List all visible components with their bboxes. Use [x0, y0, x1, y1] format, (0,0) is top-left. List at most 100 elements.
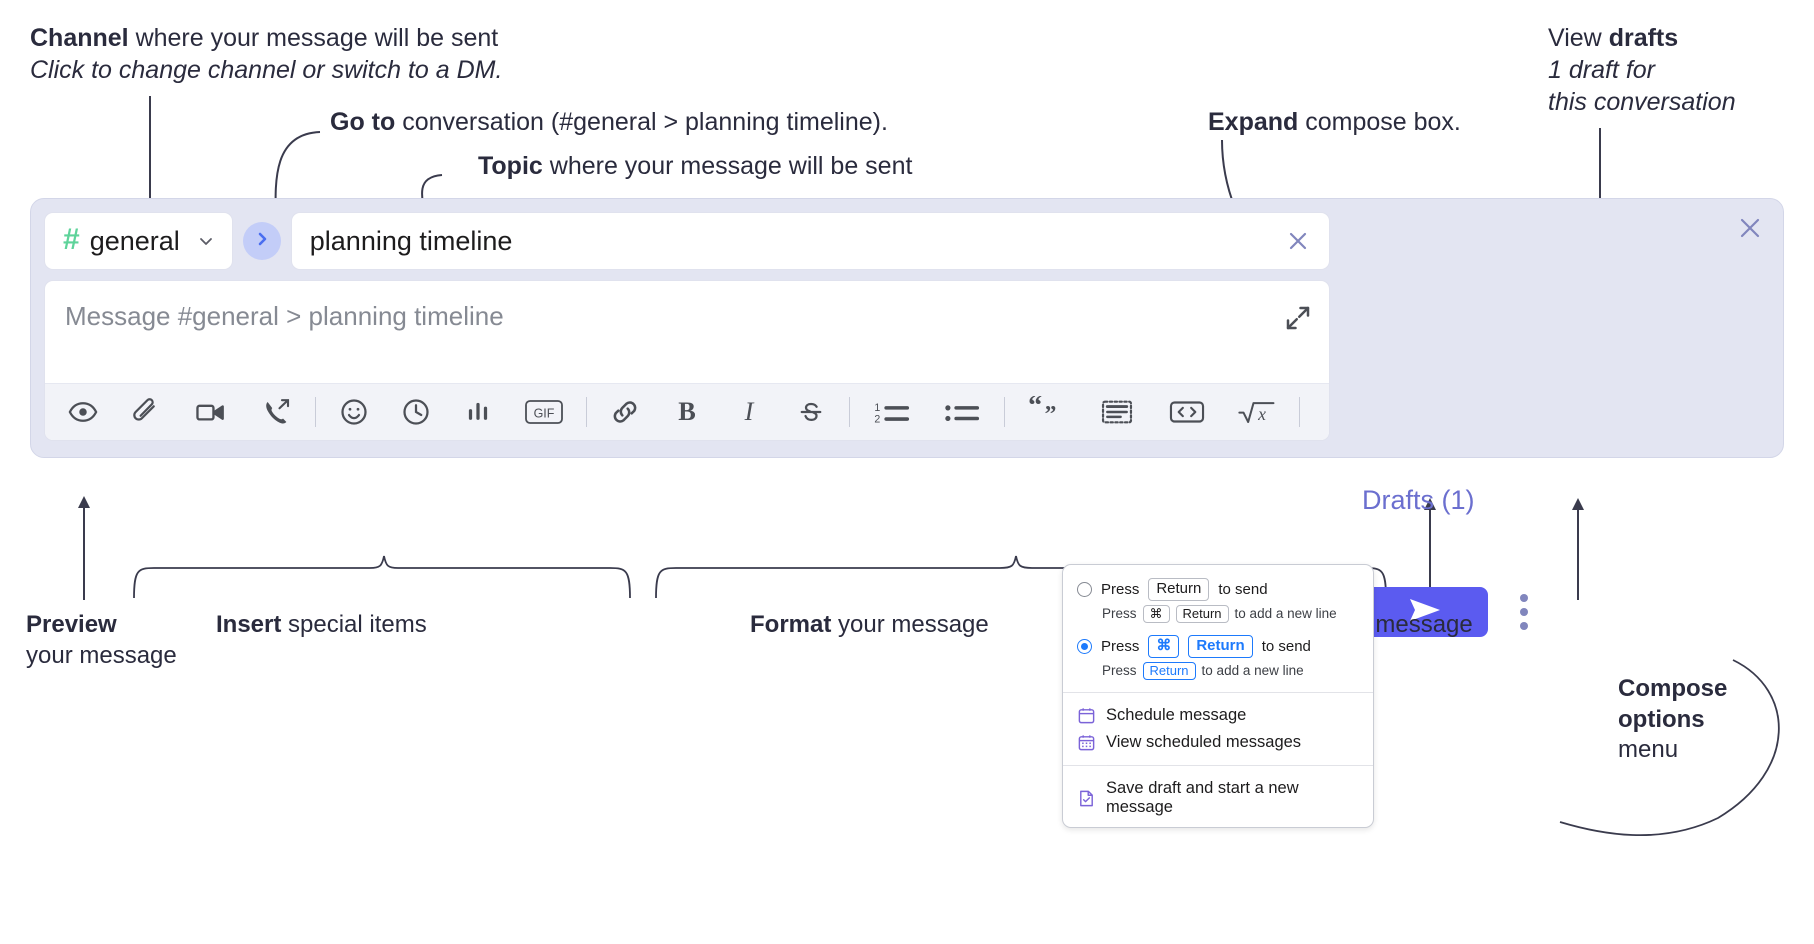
opt2-tosend-label: to send [1261, 637, 1311, 655]
annotation-channel-rest: where your message will be sent [128, 24, 499, 52]
opt2-sub-press: Press [1102, 663, 1137, 679]
bulleted-list-button[interactable] [936, 390, 988, 434]
opt2-press-label: Press [1101, 637, 1140, 655]
audio-clip-button[interactable] [255, 390, 299, 434]
preview-button[interactable] [61, 390, 105, 434]
formatting-help-button[interactable]: ? [1316, 390, 1329, 434]
view-scheduled-item[interactable]: View scheduled messages [1063, 729, 1373, 756]
opt1-sub-cmd-key: ⌘ [1142, 604, 1170, 623]
svg-text:I: I [744, 397, 755, 426]
blockquote-button[interactable]: “” [1021, 390, 1073, 434]
radio-return[interactable] [1077, 581, 1092, 597]
annotation-compose-options-bold-2: options [1618, 705, 1705, 733]
reminder-button[interactable] [394, 390, 438, 434]
annotation-channel-bold: Channel [30, 24, 129, 52]
topic-clear-button[interactable] [1275, 218, 1321, 264]
italic-button[interactable]: I [727, 390, 771, 434]
save-draft-item[interactable]: Save draft and start a new message [1063, 775, 1373, 827]
schedule-message-item[interactable]: Schedule message [1063, 702, 1373, 729]
annotation-format-bold: Format [750, 611, 832, 638]
annotation-preview-line2: your message [26, 641, 177, 669]
annotation-format: Format your message [750, 610, 1170, 641]
annotation-goto-bold: Go to [330, 108, 396, 136]
svg-text:”: ” [1045, 401, 1057, 427]
format-toolbar: GIF B I [45, 383, 1329, 440]
send-button[interactable] [1362, 587, 1488, 637]
schedule-message-label: Schedule message [1106, 706, 1247, 724]
annotation-preview-bold: Preview [26, 611, 117, 638]
opt1-press-label: Press [1101, 580, 1140, 598]
opt1-sub-press: Press [1102, 606, 1137, 622]
message-input[interactable]: Message #general > planning timeline [65, 301, 504, 331]
panel-close-button[interactable] [1735, 213, 1765, 243]
annotation-compose-options: Compose options menu [1618, 674, 1814, 766]
send-on-cmd-return-option[interactable]: Press ⌘ Return to send [1063, 632, 1373, 661]
menu-divider [1063, 765, 1373, 766]
poll-button[interactable] [456, 390, 500, 434]
annotation-topic-rest: where your message will be sent [542, 152, 913, 180]
send-on-cmd-return-subtext: Press Return to add a new line [1063, 661, 1373, 683]
file-check-icon [1077, 789, 1096, 808]
opt2-return-key: Return [1188, 635, 1253, 658]
strikethrough-button[interactable] [789, 390, 833, 434]
opt1-sub-tail: to add a new line [1234, 606, 1337, 622]
annotation-channel: Channel where your message will be sent … [30, 22, 670, 86]
gif-button[interactable]: GIF [518, 390, 570, 434]
svg-text:B: B [678, 397, 696, 426]
annotation-send-rest: message [1368, 611, 1473, 638]
hash-icon: # [63, 223, 80, 256]
send-paper-plane-icon [1403, 593, 1447, 632]
video-clip-button[interactable] [185, 390, 237, 434]
attach-file-button[interactable] [123, 390, 167, 434]
annotation-insert-rest: special items [281, 611, 427, 638]
send-on-return-option[interactable]: Press Return to send [1063, 575, 1373, 604]
opt2-sub-return-key: Return [1142, 661, 1196, 680]
radio-cmd-return[interactable] [1077, 638, 1092, 654]
annotation-compose-options-bold-1: Compose [1618, 675, 1728, 702]
annotation-drafts-italic-2: this conversation [1548, 88, 1736, 116]
compose-options-button[interactable] [1511, 591, 1537, 633]
annotation-topic-bold: Topic [478, 152, 543, 180]
channel-selector[interactable]: # general [44, 212, 233, 270]
topic-field[interactable]: planning timeline [290, 212, 1330, 270]
save-draft-label: Save draft and start a new message [1106, 779, 1299, 816]
annotation-insert-bold: Insert [216, 611, 282, 638]
more-vertical-dot [1520, 594, 1528, 602]
svg-text:x: x [1257, 404, 1266, 424]
opt2-sub-tail: to add a new line [1201, 663, 1304, 679]
separator-4 [1004, 397, 1005, 427]
calendar-grid-icon [1077, 733, 1096, 752]
more-vertical-dot [1520, 608, 1528, 616]
opt1-tosend-label: to send [1218, 580, 1268, 598]
compose-panel: # general planning timeline [30, 198, 1784, 637]
separator-5 [1299, 397, 1300, 427]
annotation-expand-bold: Expand [1208, 108, 1299, 136]
topic-value: planning timeline [309, 225, 513, 256]
annotation-compose-options-rest: menu [1618, 736, 1679, 764]
code-block-button[interactable] [1091, 390, 1143, 434]
goto-conversation-button[interactable] [242, 222, 281, 260]
more-vertical-dot [1520, 622, 1528, 630]
annotation-drafts-lead: View [1548, 24, 1609, 52]
code-button[interactable] [1161, 390, 1213, 434]
svg-text:2: 2 [874, 414, 880, 426]
math-button[interactable]: x [1231, 390, 1283, 434]
drafts-link[interactable]: Drafts (1) [1362, 485, 1475, 515]
bold-button[interactable]: B [665, 390, 709, 434]
annotation-goto-rest: conversation (#general > planning timeli… [395, 108, 888, 136]
annotation-insert: Insert special items [216, 610, 636, 641]
annotation-drafts-bold: drafts [1608, 24, 1679, 52]
annotation-expand-rest: compose box. [1298, 108, 1461, 136]
separator-3 [849, 397, 850, 427]
svg-text:GIF: GIF [534, 407, 555, 421]
link-button[interactable] [603, 390, 647, 434]
separator-2 [586, 397, 587, 427]
annotation-format-rest: your message [831, 611, 989, 638]
opt1-return-key: Return [1148, 578, 1210, 601]
emoji-button[interactable] [332, 390, 376, 434]
expand-icon[interactable] [1283, 303, 1313, 333]
annotation-channel-italic: Click to change channel or switch to a D… [30, 56, 503, 84]
